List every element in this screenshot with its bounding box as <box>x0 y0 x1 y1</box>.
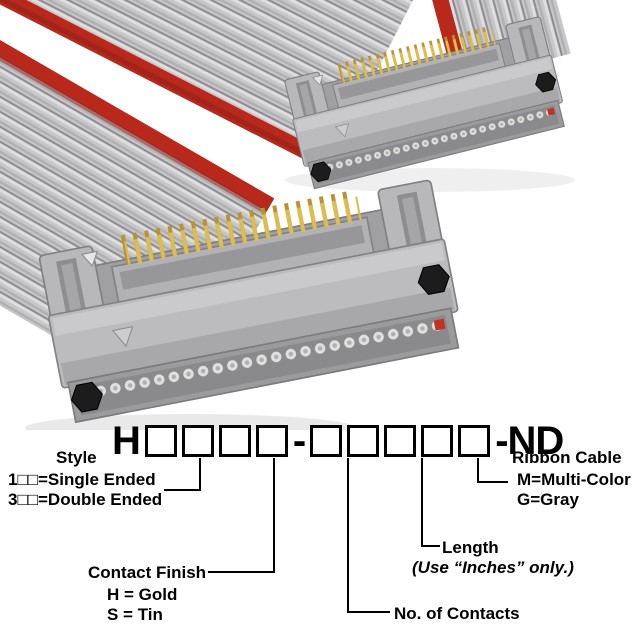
style-title: Style <box>56 448 97 467</box>
style-option-single-ended: 1□□=Single Ended <box>8 470 156 489</box>
length-leader-line <box>421 458 440 547</box>
contact-finish-option-gold: H = Gold <box>107 585 178 604</box>
part-number-box <box>384 425 417 457</box>
part-number-box <box>218 425 251 457</box>
contact-finish-title: Contact Finish <box>88 563 207 582</box>
part-number-box <box>255 425 288 457</box>
part-number-box <box>310 425 343 457</box>
length-title: Length <box>442 538 499 557</box>
contact-finish-option-tin: S = Tin <box>107 605 163 624</box>
part-number-box <box>421 425 454 457</box>
part-number-group1 <box>144 425 288 457</box>
no-of-contacts-leader-line <box>347 458 390 613</box>
product-photo <box>0 0 575 430</box>
part-number-box <box>144 425 177 457</box>
ribbon-cable-top <box>0 0 437 171</box>
part-number-box <box>458 425 491 457</box>
part-number-group2 <box>310 425 491 457</box>
style-option-double-ended: 3□□=Double Ended <box>8 490 163 509</box>
style-leader-line <box>164 458 201 491</box>
no-of-contacts-title: No. of Contacts <box>394 604 520 623</box>
ribbon-cable-option-multicolor: M=Multi-Color <box>517 470 631 489</box>
part-number-separator: - <box>292 419 306 463</box>
part-number-prefix: H <box>112 419 141 463</box>
part-number-box <box>181 425 214 457</box>
part-number: H - -ND <box>112 419 564 463</box>
ribbon-cable-title: Ribbon Cable <box>512 448 622 467</box>
part-number-box <box>347 425 380 457</box>
contact-finish-leader-line <box>208 458 275 573</box>
ribbon-cable-option-gray: G=Gray <box>517 490 579 509</box>
part-number-suffix: -ND <box>495 419 564 463</box>
length-note: (Use “Inches” only.) <box>412 558 574 577</box>
